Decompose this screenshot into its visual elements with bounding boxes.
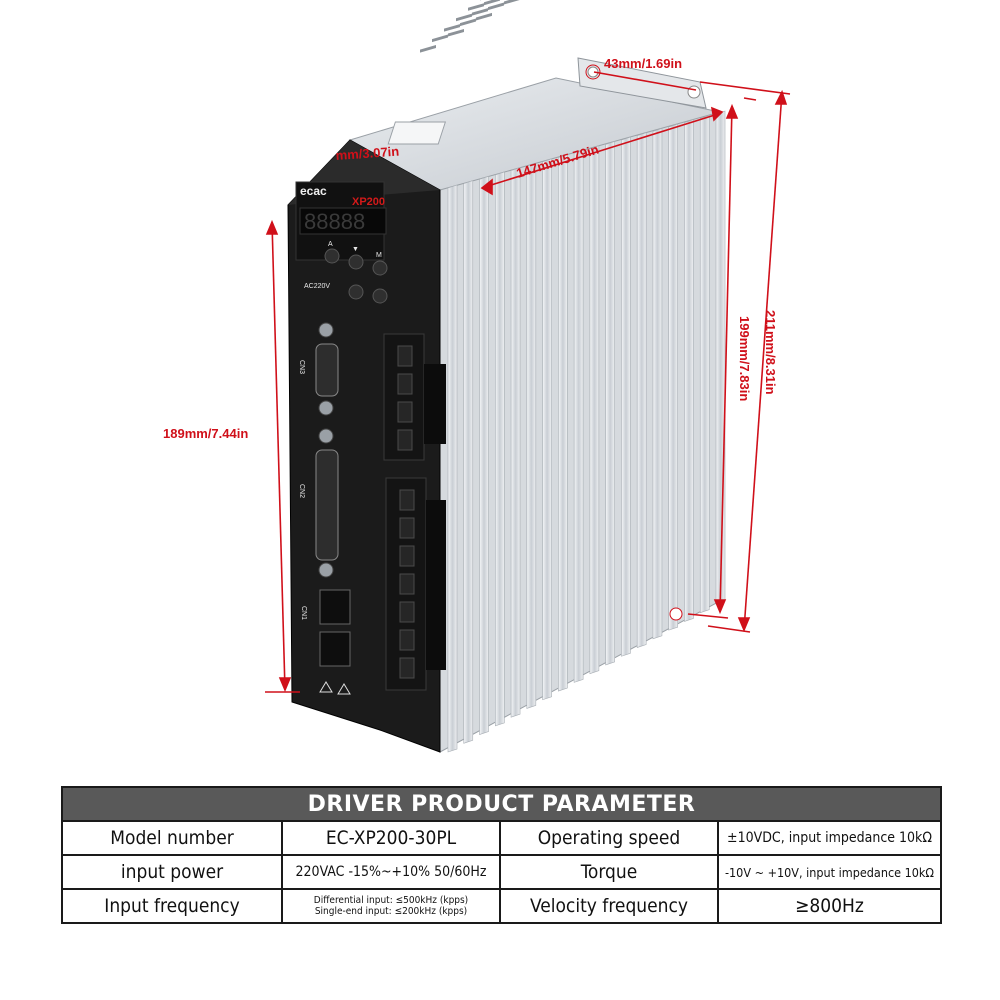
front-panel: ecac XP200 88888 A ▼ M AC220V CN3 CN2 CN… [287, 139, 446, 753]
label-torque: Torque [499, 854, 719, 890]
terminal-screw [399, 489, 415, 511]
terminal-screw [397, 373, 413, 395]
model-badge: XP200 [352, 196, 385, 208]
mounting-hole-bottom [669, 607, 683, 621]
cn1-label: CN1 [300, 606, 307, 620]
value-input-frequency-line2: Single-end input: ≤200kHz (kpps) [314, 906, 468, 917]
label-input-frequency: Input frequency [61, 888, 283, 924]
cn3-label: CN3 [298, 360, 305, 374]
vent-slot [444, 24, 460, 32]
value-input-power: 220VAC -15%~+10% 50/60Hz [281, 854, 501, 890]
value-velocity-frequency: ≥800Hz [717, 888, 942, 924]
heat-sink-fin [558, 154, 568, 692]
mounting-hole-top [585, 64, 601, 80]
value-input-frequency: Differential input: ≤500kHz (kpps) Singl… [281, 888, 501, 924]
terminal-screw [399, 517, 415, 539]
terminal-screw [397, 401, 413, 423]
terminal-screws-bottom [399, 489, 415, 679]
vent-slot [460, 18, 476, 27]
vent-slot [504, 0, 520, 5]
top-vents [420, 0, 520, 53]
terminal-screw [399, 545, 415, 567]
key-a-label: A [328, 241, 333, 248]
heat-sink-fin [699, 114, 710, 614]
cn2-label: CN2 [298, 484, 305, 498]
heat-sink-fin [463, 180, 474, 744]
vent-slot [484, 0, 500, 6]
heat-sink-fin [589, 145, 600, 675]
heat-sink-fin [684, 119, 694, 622]
key-down-button[interactable] [348, 254, 364, 270]
servo-driver-illustration: ecac XP200 88888 A ▼ M AC220V CN3 CN2 CN… [163, 0, 791, 753]
key-a-button[interactable] [324, 248, 340, 264]
terminal-screw [397, 345, 413, 367]
terminal-screw [397, 429, 413, 451]
heat-sink-fin [573, 149, 584, 683]
table-header-row: DRIVER PRODUCT PARAMETER [61, 786, 942, 822]
dim-mount-height: 199mm/7.83in [737, 316, 752, 401]
vent-slot [476, 12, 492, 21]
vent-slot [448, 28, 464, 37]
key-shift-button[interactable] [348, 284, 364, 300]
heat-sink-fin [652, 127, 663, 640]
key-down-label: ▼ [352, 246, 359, 253]
heat-sink-fin [636, 132, 647, 648]
value-input-frequency-line1: Differential input: ≤500kHz (kpps) [313, 895, 469, 906]
vent-slot [468, 3, 484, 11]
vent-slot [420, 44, 436, 53]
heat-sink-fin [621, 136, 631, 657]
warning-icons [319, 681, 351, 695]
label-input-power: input power [61, 854, 283, 890]
heat-sink-fin [542, 158, 552, 701]
heat-sink-fin [526, 162, 537, 709]
heat-sink-fin [605, 141, 615, 666]
table-row: Input frequency Differential input: ≤500… [61, 888, 942, 924]
dim-total-height: 211mm/8.31in [763, 310, 778, 395]
vent-slot [456, 13, 472, 22]
value-operating-speed: ±10VDC, input impedance 10kΩ [717, 820, 942, 856]
cn2-connector: CN2 [298, 428, 339, 578]
dim-front-height: 189mm/7.44in [163, 426, 248, 441]
terminal-screw [399, 629, 415, 651]
table-row: Model number EC-XP200-30PL Operating spe… [61, 820, 942, 856]
dim-top-depth: 43mm/1.69in [604, 56, 682, 71]
key-m-button[interactable] [372, 260, 388, 276]
power-label: AC220V [304, 283, 330, 290]
vent-slot [488, 2, 504, 11]
heat-sink-fin [494, 171, 505, 727]
terminal-screw [399, 601, 415, 623]
seven-segment-display: 88888 [304, 209, 365, 234]
value-torque: -10V ~ +10V, input impedance 10kΩ [717, 854, 942, 890]
parameter-table: DRIVER PRODUCT PARAMETER Model number EC… [61, 786, 942, 924]
table-row: input power 220VAC -15%~+10% 50/60Hz Tor… [61, 854, 942, 890]
key-m-label: M [376, 252, 382, 259]
label-velocity-frequency: Velocity frequency [499, 888, 719, 924]
terminal-block-bottom [385, 477, 446, 691]
brand-logo: ecac [300, 184, 327, 198]
vent-slot [432, 34, 448, 43]
heat-sink-fin [715, 110, 726, 605]
heat-sink-fin [447, 184, 458, 753]
heat-sink-fin [668, 123, 679, 631]
terminal-screw [399, 573, 415, 595]
label-model-number: Model number [61, 820, 283, 856]
heat-sink-fin [510, 167, 521, 718]
dim-front-width: mm/3.07in [335, 144, 400, 163]
cn3-connector: CN3 [298, 322, 339, 416]
terminal-screw [399, 657, 415, 679]
cn1-connector: CN1 [300, 589, 351, 667]
value-model-number: EC-XP200-30PL [281, 820, 501, 856]
table-title: DRIVER PRODUCT PARAMETER [61, 786, 942, 822]
heat-sink-fin [479, 175, 489, 736]
vent-slot [472, 8, 488, 16]
terminal-screws-top [397, 345, 413, 451]
dimension-lines [265, 71, 791, 693]
key-enter-button[interactable] [372, 288, 388, 304]
label-operating-speed: Operating speed [499, 820, 719, 856]
